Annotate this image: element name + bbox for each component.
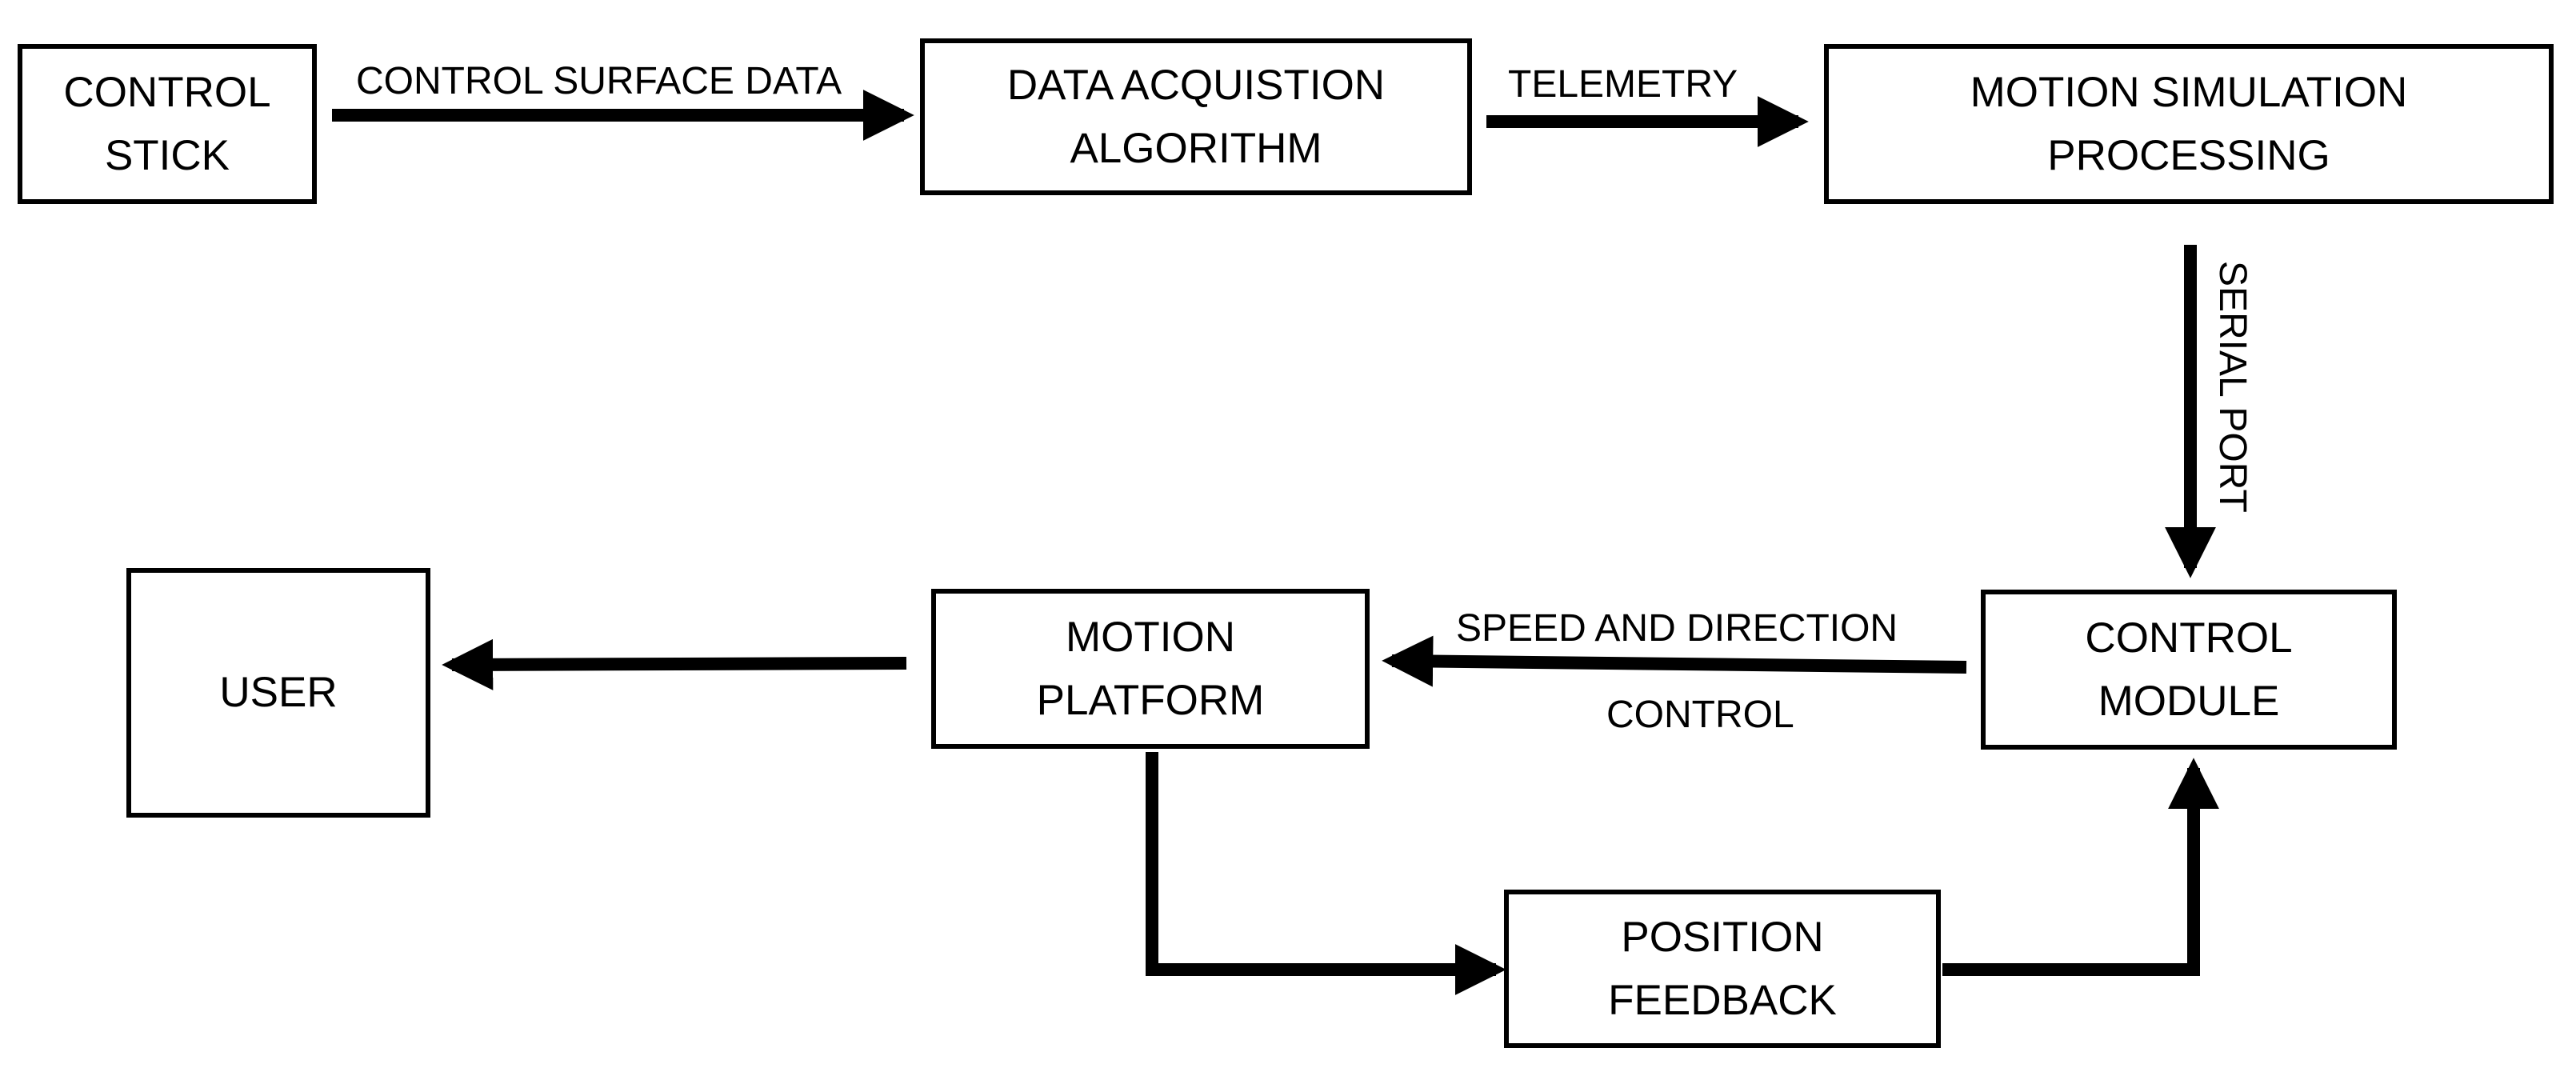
speed-direction-label-line-1: SPEED AND DIRECTION — [1456, 607, 1898, 650]
control-module-box: CONTROL MODULE — [1981, 590, 2397, 750]
user-line-1: USER — [219, 669, 338, 717]
position-feedback-box: POSITION FEEDBACK — [1504, 890, 1941, 1048]
speed-direction-label-line-2: CONTROL — [1606, 694, 1794, 736]
motion-simulation-line-1: MOTION SIMULATION — [1970, 68, 2408, 116]
control-stick-line-1: CONTROL — [63, 68, 271, 116]
motion-simulation-box: MOTION SIMULATION PROCESSING — [1824, 44, 2554, 204]
control-stick-line-2: STICK — [104, 132, 230, 179]
control-surface-data-label: CONTROL SURFACE DATA — [356, 60, 842, 102]
position-feedback-line-2: FEEDBACK — [1608, 977, 1837, 1024]
position-feedback-line-1: POSITION — [1621, 913, 1824, 961]
control-stick-box: CONTROL STICK — [18, 44, 317, 204]
telemetry-label: TELEMETRY — [1508, 63, 1738, 106]
motion-platform-line-2: PLATFORM — [1036, 677, 1265, 724]
data-acquisition-box: DATA ACQUISTION ALGORITHM — [920, 38, 1472, 195]
arrow-to-user — [442, 638, 907, 690]
user-box: USER — [126, 568, 430, 818]
motion-platform-box: MOTION PLATFORM — [931, 589, 1370, 749]
motion-simulation-line-2: PROCESSING — [2047, 132, 2330, 179]
arrow-speed-direction — [1382, 635, 1967, 687]
arrow-feedback-to-control-module — [1942, 758, 2219, 976]
serial-port-label: SERIAL PORT — [2211, 261, 2254, 513]
motion-platform-line-1: MOTION — [1066, 613, 1235, 661]
control-module-line-2: MODULE — [2098, 678, 2280, 725]
data-acquisition-line-1: DATA ACQUISTION — [1006, 61, 1386, 109]
data-acquisition-line-2: ALGORITHM — [1070, 125, 1322, 172]
control-module-line-1: CONTROL — [2085, 614, 2293, 662]
arrow-to-position-feedback — [1146, 752, 1506, 995]
